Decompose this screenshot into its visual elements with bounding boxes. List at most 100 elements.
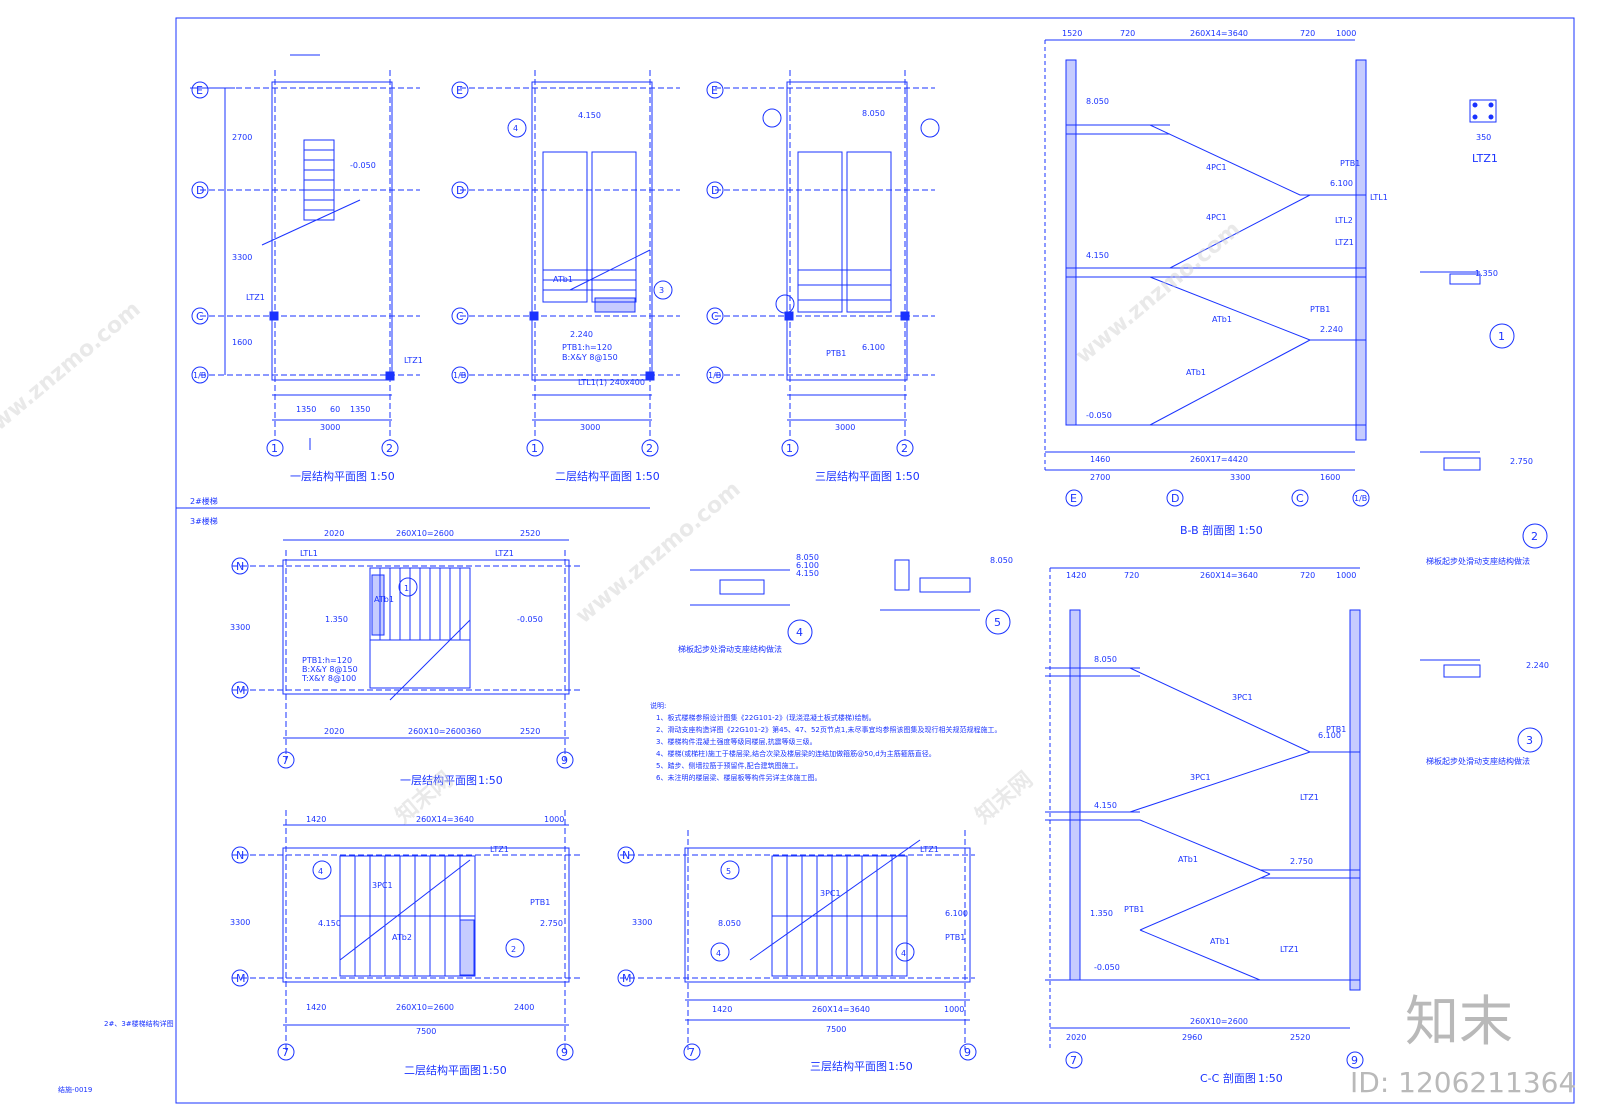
- axis-1-label-3: 1: [786, 442, 793, 455]
- bb-member-ptb1b: PTB1: [1310, 305, 1330, 314]
- p3f3-callout-4a: 4: [716, 949, 721, 958]
- member-ptb1-3: PTB1: [826, 349, 846, 358]
- plan-3-floor1-scale: 1:50: [478, 774, 503, 787]
- bb-axis-e: E: [1070, 492, 1077, 505]
- cc-member-ptb1b: PTB1: [1124, 905, 1144, 914]
- cc-elev-2750: 2.750: [1290, 857, 1313, 866]
- side-note: 2#、3#楼梯结构详图: [104, 1019, 174, 1028]
- detail-callout-2: 2: [1531, 530, 1538, 543]
- cc-elev-8050: 8.050: [1094, 655, 1117, 664]
- axis-e-label-2: E: [456, 84, 463, 97]
- detail1-elev-1350: 1.350: [1475, 269, 1498, 278]
- axis-c-label: C: [196, 310, 204, 323]
- drawing-number: 结施-0019: [58, 1085, 92, 1094]
- cc-dim-720b: 720: [1300, 571, 1315, 580]
- dim-2700: 2700: [232, 133, 252, 142]
- bb-member-ltl2: LTL2: [1335, 216, 1353, 225]
- notes-head: 说明:: [650, 701, 666, 710]
- plan-2-floor3-labels: E D C 1/B 1 2 3000 8.050 6.100 PTB1 三层结构…: [706, 81, 920, 483]
- general-notes: 说明: 1、板式楼梯参照设计图集《22G101-2》(现浇混凝土板式楼梯)绘制。…: [650, 701, 1002, 782]
- dim-3300: 3300: [232, 253, 252, 262]
- bb-dim-1600: 1600: [1320, 473, 1340, 482]
- plan-3-floor1: [232, 539, 580, 760]
- plan-2-floor1-labels: E D C 1/B 1 2 3000 1350 1350 60 2700 330…: [191, 81, 423, 483]
- cc-member-3pc1: 3PC1: [1232, 693, 1253, 702]
- p3f2-callout-4: 4: [318, 867, 323, 876]
- p3f3-dim-3300: 3300: [632, 918, 652, 927]
- detail-right-labels: 350 LTZ1 1.350 1 2.750 2 梯板起步处滑动支座结构做法 2…: [1426, 133, 1549, 766]
- detail3-elev-2240: 2.240: [1526, 661, 1549, 670]
- sheet-frame: [175, 17, 1575, 1104]
- ltz1-size: 350: [1476, 133, 1491, 142]
- bb-axis-b: 1/B: [1354, 494, 1367, 503]
- plan-3-floor1-labels: 2020 260X10=2600 2520 2020 260X10=2600 2…: [230, 529, 574, 787]
- p3f2-3pc1: 3PC1: [372, 881, 393, 890]
- axis-e-label: E: [196, 84, 203, 97]
- axis-c-label-3: C: [711, 310, 719, 323]
- axis-2-label: 2: [386, 442, 393, 455]
- plan-2-floor2-scale: 1:50: [635, 470, 660, 483]
- p3f1-dim-2600b: 260X10=2600: [408, 727, 466, 736]
- p3f1-axis-9: 9: [561, 754, 568, 767]
- notes-n6: 6、未注明的楼层梁、楼层板等构件另详主体施工图。: [656, 773, 821, 782]
- p3f1-ltl1: LTL1: [300, 549, 318, 558]
- p3f1-elev-m0050: -0.050: [517, 615, 543, 624]
- p3f2-ptb1: PTB1: [530, 898, 550, 907]
- bb-elev-6100: 6.100: [1330, 179, 1353, 188]
- bb-dim-3300: 3300: [1230, 473, 1250, 482]
- p3f2-callout-2: 2: [511, 945, 516, 954]
- p3f3-axis-7: 7: [688, 1046, 695, 1059]
- p3f2-axis-m: M: [236, 972, 246, 985]
- elev-6100-3: 6.100: [862, 343, 885, 352]
- bb-elev-m0050: -0.050: [1086, 411, 1112, 420]
- p3f2-atb2: ATb2: [392, 933, 412, 942]
- bb-dim-3640: 260X14=3640: [1190, 29, 1248, 38]
- plan-2-floor3-scale: 1:50: [895, 470, 920, 483]
- plan-2-floor1-scale: 1:50: [370, 470, 395, 483]
- bb-member-atb1b: ATb1: [1186, 368, 1206, 377]
- member-ltz1-b: LTZ1: [404, 356, 423, 365]
- p3f3-dim-1000: 1000: [944, 1005, 964, 1014]
- elev-4150-2: 4.150: [578, 111, 601, 120]
- bb-dim-1460: 1460: [1090, 455, 1110, 464]
- plan-3-floor3-labels: 1420 260X14=3640 1000 7500 3300 8.050 6.…: [617, 845, 977, 1073]
- bb-elev-8050: 8.050: [1086, 97, 1109, 106]
- p3f1-ptb1: PTB1:h=120: [302, 656, 352, 665]
- p3f2-elev-2750: 2.750: [540, 919, 563, 928]
- plan-3-floor3: [620, 830, 975, 1050]
- dim-1600: 1600: [232, 338, 252, 347]
- cc-member-ltz1: LTZ1: [1300, 793, 1319, 802]
- axis-b-label-3: 1/B: [708, 371, 721, 380]
- d4-elev-6100: 6.100: [796, 561, 819, 570]
- cc-member-ltz1b: LTZ1: [1280, 945, 1299, 954]
- elev-m0050: -0.050: [350, 161, 376, 170]
- axis-e-label-3: E: [711, 84, 718, 97]
- cc-dim-2020: 2020: [1066, 1033, 1086, 1042]
- notes-n5: 5、踏步、侧墙拉筋于预留件,配合建筑图施工。: [656, 761, 803, 770]
- p3f2-dim-1420b: 1420: [306, 1003, 326, 1012]
- member-ltl-2: LTL1(1) 240x400: [578, 378, 645, 387]
- p3f2-axis-n: N: [236, 849, 244, 862]
- stair-3-label: 3#楼梯: [190, 516, 218, 526]
- plan-2-floor3-title: 三层结构平面图: [815, 469, 892, 483]
- cc-dim-1420: 1420: [1066, 571, 1086, 580]
- p3f3-callout-5: 5: [726, 867, 731, 876]
- bb-member-4pc1: 4PC1: [1206, 163, 1227, 172]
- axis-2-label-3: 2: [901, 442, 908, 455]
- section-bb-labels: 1520 720 260X14=3640 720 1000 8.050 6.10…: [1062, 29, 1388, 537]
- p3f2-dim-7500: 7500: [416, 1027, 436, 1036]
- bb-dim-1520: 1520: [1062, 29, 1082, 38]
- p3f1-atb1: ATb1: [374, 595, 394, 604]
- plan-3-floor2-scale: 1:50: [482, 1064, 507, 1077]
- ltz1-title: LTZ1: [1472, 152, 1498, 165]
- plan-2-floor1-title: 一层结构平面图: [290, 469, 367, 483]
- cc-dim-3640: 260X14=3640: [1200, 571, 1258, 580]
- bb-dim-4420: 260X17=4420: [1190, 455, 1248, 464]
- p3f2-dim-1420: 1420: [306, 815, 326, 824]
- p3f3-callout-4b: 4: [901, 949, 906, 958]
- p3f1-elev-1350: 1.350: [325, 615, 348, 624]
- notes-n3: 3、楼梯构件混凝土强度等级同楼层,抗震等级三级。: [656, 737, 817, 746]
- axis-d-label-3: D: [711, 184, 719, 197]
